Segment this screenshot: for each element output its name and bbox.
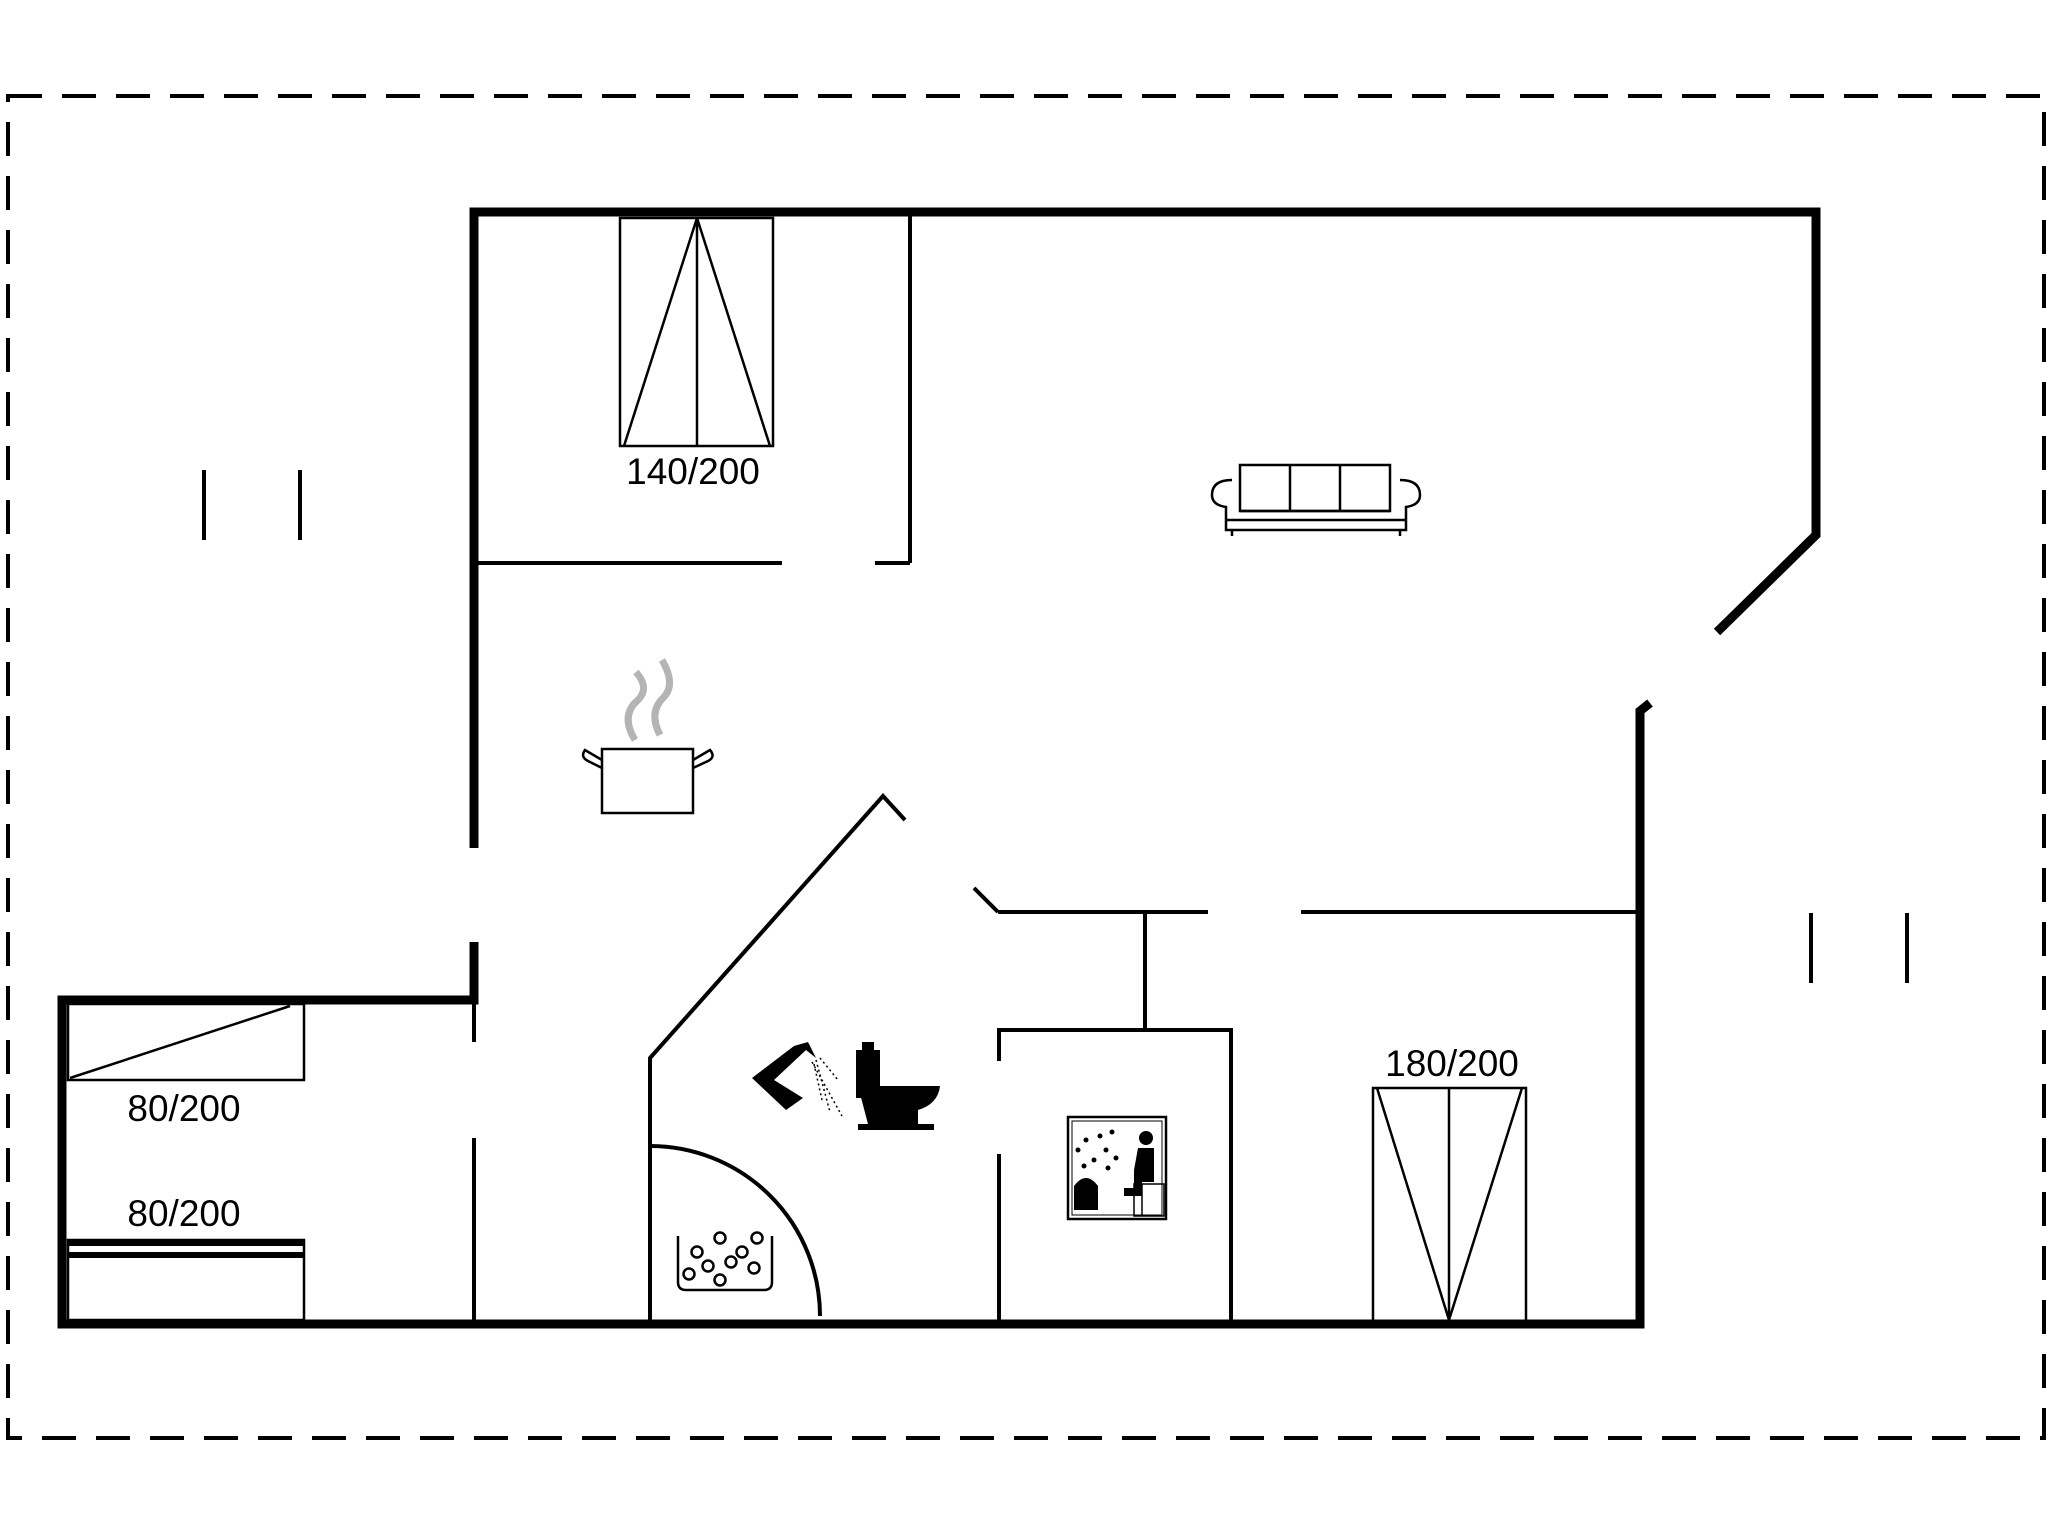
double-bed-icon [1371,1086,1528,1326]
sauna-icon [1066,1115,1168,1221]
interior-walls [472,212,1640,1324]
cooking-pot-icon [581,658,714,815]
single-bed-icon [66,1238,306,1322]
sofa-icon [1210,463,1422,536]
shower-icon [752,1042,843,1117]
toilet-icon [856,1042,940,1130]
bed-label-bedroom-2-lower: 80/200 [127,1193,240,1234]
bed-label-bedroom-3: 180/200 [1385,1043,1519,1084]
terrace-marker-right [1809,913,1909,983]
terrace-marker-left [202,470,302,540]
bed-label-bedroom-2-upper: 80/200 [127,1088,240,1129]
double-bed-icon [618,216,775,448]
bed-label-bedroom-1: 140/200 [626,451,760,492]
plot-boundary [6,94,2046,1440]
door-swing-arc [649,1144,822,1317]
single-bed-icon [66,1002,306,1082]
exterior-walls [57,207,1821,1329]
whirlpool-icon [676,1231,774,1292]
